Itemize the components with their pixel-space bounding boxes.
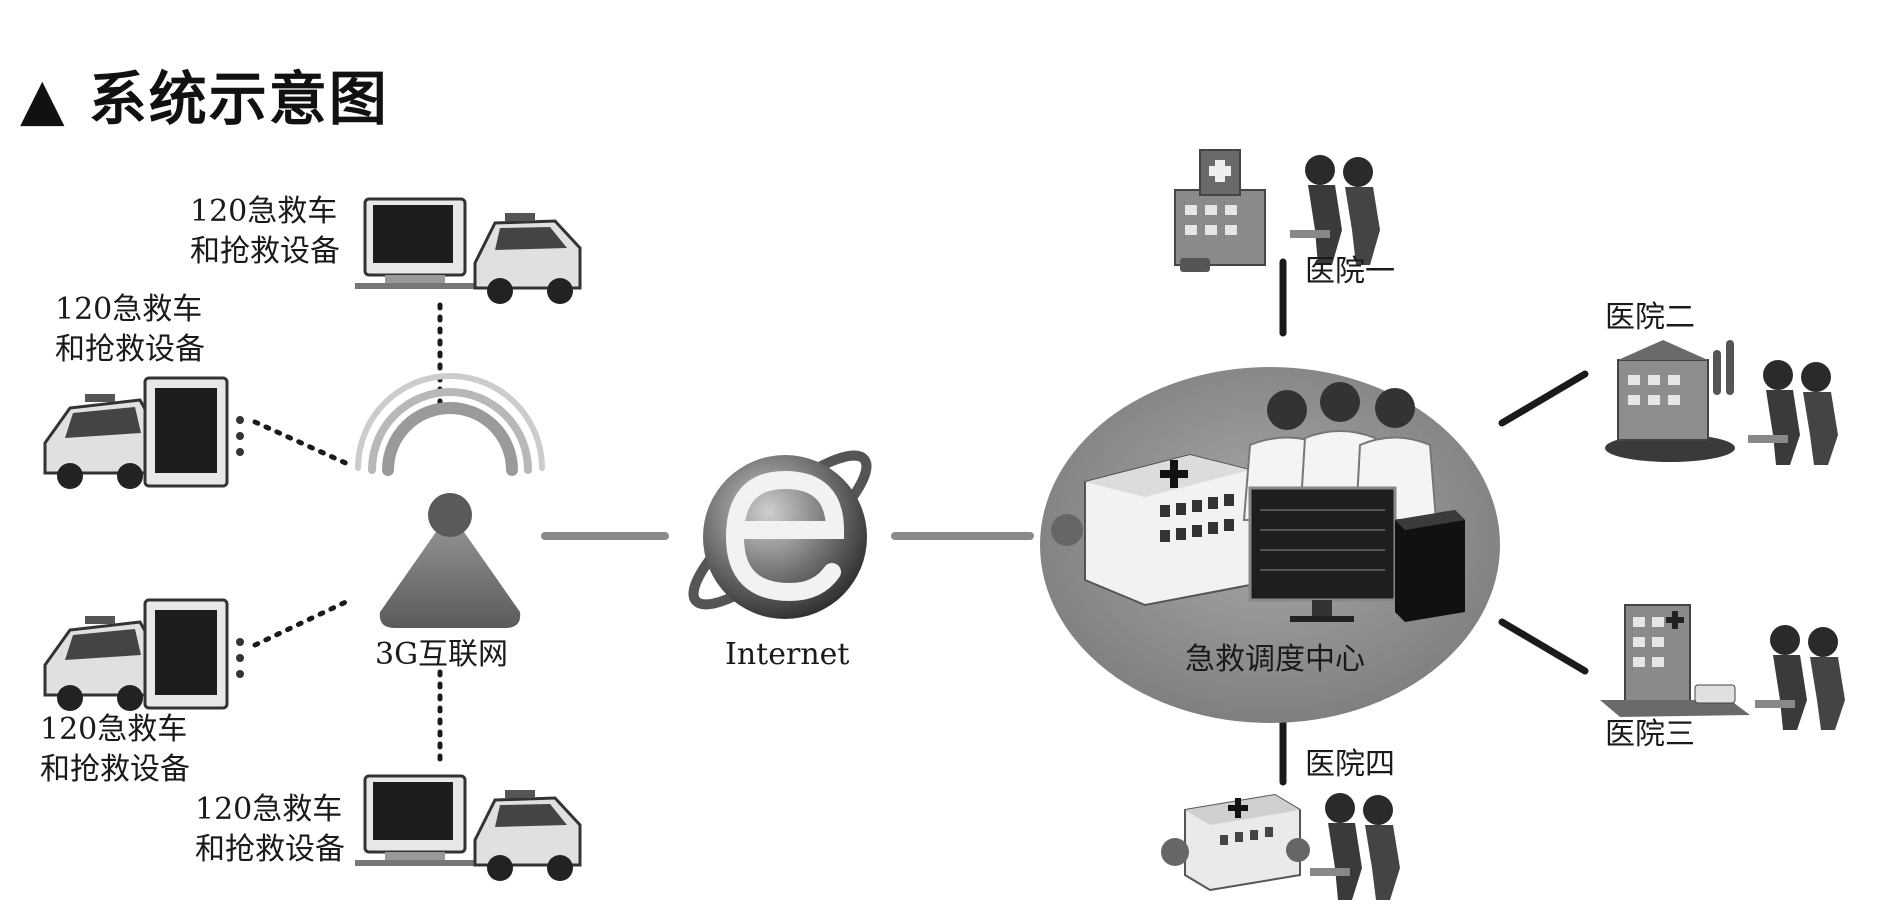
hospital-label-3: 医院三 — [1605, 717, 1695, 752]
ambulance-unit-4 — [355, 774, 582, 881]
hospital-building-icon — [1174, 149, 1266, 272]
hospital-1 — [1174, 149, 1380, 272]
center-label: 急救调度中心 — [1185, 642, 1365, 677]
ambulance-label-line2: 和抢救设备 — [195, 832, 345, 867]
center-building-icon — [1051, 453, 1251, 607]
monitor-screen-icon — [1248, 486, 1397, 622]
ambulance-label-line2: 和抢救设备 — [55, 332, 205, 367]
ambulance-label-3: 120急救车 和抢救设备 — [40, 710, 190, 790]
tower-label: 3G互联网 — [375, 637, 509, 672]
hospital-3 — [1600, 604, 1845, 730]
hospital-4 — [1161, 793, 1400, 900]
hospital-label-2: 医院二 — [1605, 300, 1695, 335]
tower-icon — [379, 512, 521, 628]
ambulance-unit-2 — [43, 376, 244, 489]
ambulance-label-4: 120急救车 和抢救设备 — [195, 790, 345, 870]
ambulance-label-2: 120急救车 和抢救设备 — [55, 290, 205, 370]
3g-tower — [355, 373, 545, 628]
ambulance-label-1: 120急救车 和抢救设备 — [190, 192, 340, 272]
ambulance-label-line2: 和抢救设备 — [40, 752, 190, 787]
ambulance-label-line1: 120急救车 — [190, 194, 338, 229]
server-icon — [1395, 510, 1465, 622]
monitor-icon — [143, 376, 244, 488]
signal-waves-icon — [355, 373, 545, 476]
hospital-label-4: 医院四 — [1305, 747, 1395, 782]
ambulance-label-line1: 120急救车 — [40, 712, 188, 747]
medical-staff-icon — [1310, 793, 1400, 900]
medical-staff-icon — [1748, 360, 1838, 465]
ambulance-label-line2: 和抢救设备 — [190, 234, 340, 269]
medical-staff-icon — [1290, 155, 1380, 265]
dotted-links — [252, 302, 443, 771]
ambulance-icon — [473, 790, 582, 881]
ambulance-unit-3 — [43, 598, 244, 711]
monitor-icon — [355, 197, 475, 289]
internet-icon — [688, 450, 872, 619]
internet-label: Internet — [725, 637, 850, 672]
hospital-links — [1279, 258, 1589, 786]
link-center-hospital2 — [1498, 370, 1589, 427]
link-amb3-tower — [252, 597, 353, 648]
monitor-icon — [143, 598, 244, 710]
ambulance-icon — [43, 616, 152, 711]
monitor-icon — [355, 774, 475, 866]
ambulance-icon — [43, 394, 152, 489]
hospital-2 — [1605, 340, 1838, 465]
ambulance-unit-1 — [355, 197, 582, 304]
ambulance-label-line1: 120急救车 — [195, 792, 343, 827]
hospital-building-icon — [1605, 340, 1735, 462]
antenna-ball-icon — [428, 493, 472, 537]
hospital-building-icon — [1600, 604, 1750, 717]
hospital-building-icon — [1161, 793, 1310, 892]
diagram-title: ▲ 系统示意图 — [20, 65, 389, 133]
hospital-label-1: 医院一 — [1305, 254, 1395, 289]
ambulance-label-line1: 120急救车 — [55, 292, 203, 327]
link-amb2-tower — [252, 419, 353, 468]
dispatch-center — [1040, 367, 1500, 723]
link-center-hospital3 — [1498, 618, 1589, 675]
medical-staff-icon — [1755, 625, 1845, 730]
ambulance-icon — [473, 213, 582, 304]
